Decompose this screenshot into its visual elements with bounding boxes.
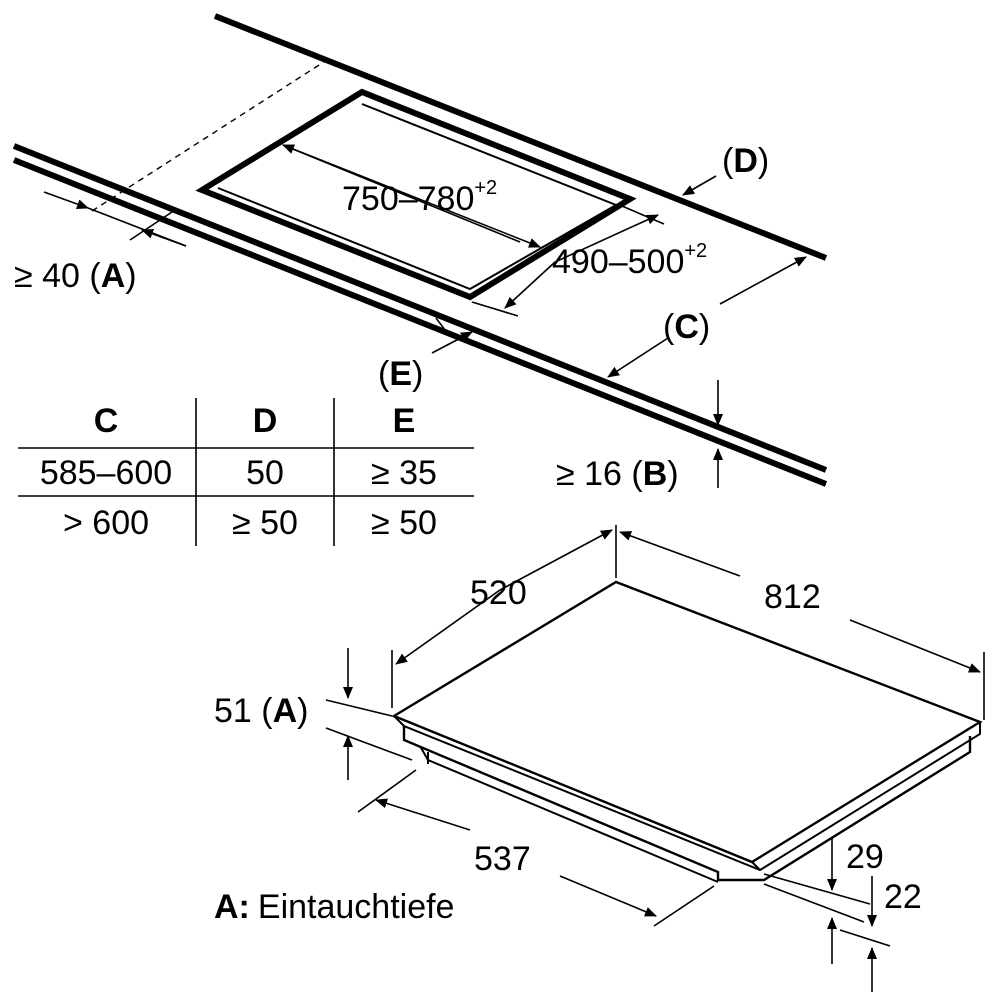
- table-cell-r1-e: ≥ 35: [371, 454, 437, 492]
- cutout-inner: [217, 103, 619, 291]
- dimension-d: (D): [682, 142, 769, 196]
- hob-depth-label: 520: [470, 574, 527, 612]
- cutout-depth-dimension: 490–500+2: [471, 205, 707, 317]
- hob-depth-dimension: 520: [391, 525, 617, 708]
- depth-arrow-bottom: [504, 261, 556, 309]
- table-header-d: D: [253, 402, 278, 440]
- hob-width-label: 812: [764, 578, 821, 616]
- hob-29-ext-top: [763, 873, 871, 905]
- dimension-e: (E): [378, 317, 473, 393]
- cutout-outer: [195, 88, 637, 301]
- hob-height-29-dimension: 29: [763, 838, 884, 964]
- dimension-b: ≥ 16 (B): [556, 380, 723, 493]
- width-arrow-right: [282, 144, 541, 248]
- a-ext: [129, 211, 173, 241]
- legend: A:Eintauchtiefe: [214, 888, 454, 926]
- hob-glass-corner: [751, 861, 761, 871]
- hob-812-arrow-right: [849, 619, 981, 673]
- c-arrow-bottom: [607, 337, 669, 378]
- hob-bottom-width-label: 537: [474, 840, 531, 878]
- c-arrow-top: [719, 256, 807, 305]
- hob-immersion-dimension: 51 (A): [214, 648, 413, 780]
- hob-glass-top: [391, 580, 983, 864]
- hob-537-ext-right: [653, 885, 715, 927]
- table-cell-r2-d: ≥ 50: [232, 504, 298, 542]
- cutout-width-label: 750–780+2: [342, 177, 497, 218]
- hob-51-ext-top: [325, 699, 393, 717]
- hob: [391, 580, 983, 883]
- depth-ext-bottom: [471, 301, 519, 317]
- label-e: (E): [378, 355, 423, 393]
- hob-width-dimension: 812: [619, 531, 985, 720]
- a-baseline: [87, 207, 187, 247]
- worktop-hidden-line: [91, 57, 331, 212]
- label-d: (D): [722, 142, 769, 180]
- d-arrow: [682, 175, 717, 196]
- hob-29-ext-bottom: [763, 883, 865, 923]
- hob-bottom-width-dimension: 537: [357, 769, 715, 927]
- e-ext: [435, 317, 449, 335]
- worktop: [12, 13, 828, 487]
- hob-812-arrow-left: [619, 531, 741, 577]
- cutout-width-dimension: 750–780+2: [282, 144, 541, 248]
- hob-height-22-label: 22: [884, 878, 922, 916]
- worktop-back-edge: [213, 13, 828, 261]
- hob-537-arrow-left: [375, 798, 471, 831]
- cutout-opening: [195, 88, 637, 301]
- depth-arrow-top: [554, 214, 659, 263]
- label-a-min: ≥ 40 (A): [14, 257, 137, 295]
- table-cell-r1-c: 585–600: [40, 454, 172, 492]
- hob-height-29-label: 29: [846, 838, 884, 876]
- legend-text: A:Eintauchtiefe: [214, 888, 454, 926]
- dimension-c: (C): [607, 256, 807, 378]
- clearance-table: C D E 585–600 50 ≥ 35 > 600 ≥ 50 ≥ 50: [18, 398, 474, 546]
- hob-51-ext-bottom: [325, 727, 413, 761]
- a-arrow-outer: [43, 191, 89, 209]
- worktop-front-edge-top: [12, 143, 828, 473]
- table-cell-r2-e: ≥ 50: [371, 504, 437, 542]
- hob-immersion-label: 51 (A): [214, 692, 308, 730]
- hob-520-arrow-top: [499, 529, 613, 591]
- hob-22-ext-bottom: [839, 929, 891, 947]
- hob-height-22-dimension: 22: [839, 876, 922, 992]
- table-header-c: C: [94, 402, 119, 440]
- hob-520-arrow-left: [395, 589, 501, 665]
- hob-537-arrow-right: [559, 875, 657, 917]
- worktop-front-edge-bottom: [12, 157, 828, 487]
- dimension-a-front: ≥ 40 (A): [14, 191, 187, 295]
- table-cell-r1-d: 50: [246, 454, 284, 492]
- hob-body-top-edge: [402, 726, 972, 882]
- label-c: (C): [663, 308, 710, 346]
- table-cell-r2-c: > 600: [63, 504, 149, 542]
- cutout-depth-label: 490–500+2: [552, 240, 707, 281]
- hob-537-ext-left: [357, 769, 417, 813]
- e-arrow: [431, 331, 473, 354]
- label-b-min: ≥ 16 (B): [556, 455, 679, 493]
- table-header-e: E: [393, 402, 416, 440]
